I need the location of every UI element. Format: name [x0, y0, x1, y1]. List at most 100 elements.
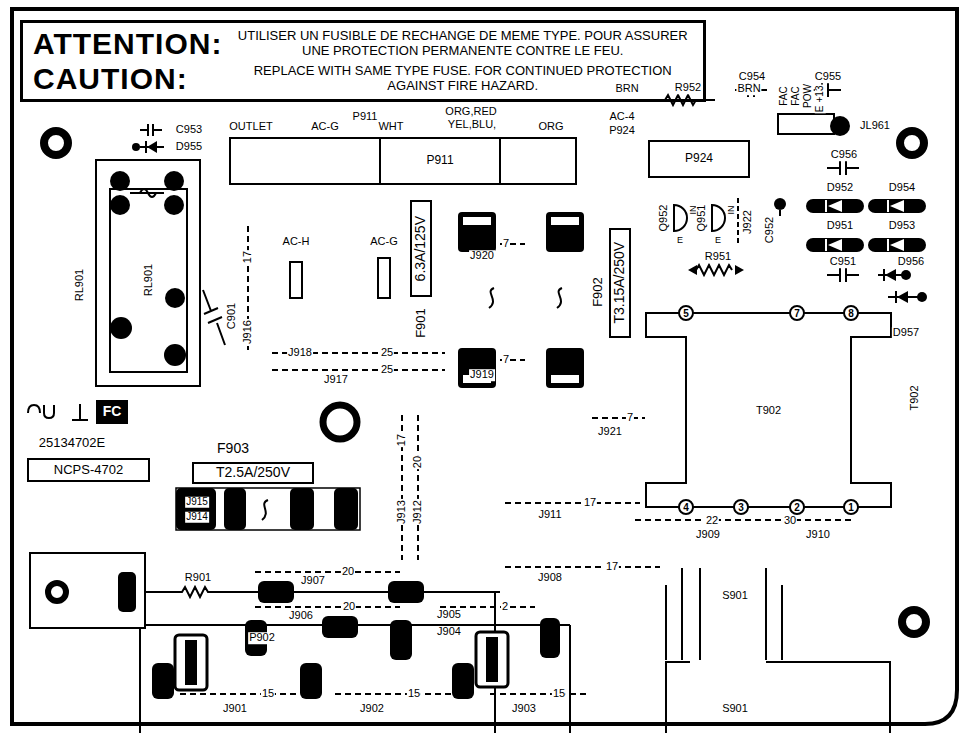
part-label: R951 [704, 251, 732, 263]
part-label: 7 [626, 412, 634, 424]
node-text: T2.5A/250V [216, 465, 290, 480]
pin-circle: 3 [733, 499, 749, 515]
part-label: D956 [897, 256, 925, 268]
arrow-head [688, 265, 697, 275]
part-label: J908 [537, 572, 563, 584]
part-label: F903 [216, 441, 250, 456]
mounting-hole [48, 583, 66, 601]
switch-outline [666, 568, 782, 660]
fuse-clip [458, 212, 496, 252]
part-label: 7 [502, 238, 510, 250]
pad [322, 616, 358, 638]
part-label: J922 [742, 209, 754, 235]
jumper-line [592, 417, 645, 419]
connector-box: P924 [648, 140, 750, 178]
part-label: 25 [380, 347, 394, 359]
pad [175, 635, 207, 690]
part-label: J906 [288, 610, 314, 622]
part-label: C901 [226, 302, 238, 330]
part-label: J910 [805, 529, 831, 541]
part-label: 2 [501, 601, 509, 613]
part-label: D952 [826, 182, 854, 194]
resistor-symbol [696, 265, 732, 275]
part-label: 22 [705, 515, 719, 527]
pin-circle: 8 [843, 305, 859, 321]
part-label: 17 [605, 561, 619, 573]
wire [140, 592, 570, 733]
bracket-outline [30, 553, 145, 628]
diode-dot [917, 292, 927, 302]
pin-circle: 1 [843, 499, 859, 515]
node-text: 6.3A/125V [413, 216, 428, 281]
pad [152, 663, 174, 699]
jumper-line [505, 502, 640, 504]
part-label: J901 [222, 703, 248, 715]
part-label: 15 [261, 688, 275, 700]
part-label: 7 [502, 354, 510, 366]
part-label: BRN [614, 83, 639, 95]
part-label: J918 [287, 347, 313, 359]
fuse-symbol [489, 288, 494, 308]
pad [164, 195, 184, 215]
pad [258, 581, 294, 603]
warning-box: ATTENTION:UTILISER UN FUSIBLE DE RECHANG… [20, 20, 706, 102]
part-label: C954 [738, 71, 766, 83]
mounting-hole [900, 131, 924, 155]
fuse-clip [546, 212, 584, 252]
fuse-rating-box: T2.5A/250V [192, 462, 314, 484]
capacitor-symbol [827, 161, 859, 175]
part-label: J920 [469, 250, 495, 262]
wire [145, 587, 500, 597]
board-outline [12, 9, 957, 724]
part-label: P924 [608, 125, 636, 137]
part-label: AC-G [310, 121, 340, 133]
pin-circle: 2 [789, 499, 805, 515]
warning-heading: ATTENTION: [33, 27, 222, 60]
diode-symbol [878, 269, 910, 281]
diode-symbol [828, 239, 842, 251]
fuse-symbol [262, 500, 268, 520]
connector-box: P911 [229, 137, 577, 185]
part-label: S901 [721, 590, 749, 602]
part-label: JL961 [859, 120, 891, 132]
diode-symbol [147, 141, 157, 153]
transistor-symbol [712, 205, 725, 231]
jumper-line [505, 566, 660, 568]
part-label: D955 [175, 141, 203, 153]
capacitor-symbol [735, 83, 767, 97]
node-text: 3 [738, 502, 744, 513]
part-label: C956 [830, 149, 858, 161]
diode-symbol [140, 141, 164, 153]
part-label: 15 [552, 688, 566, 700]
transformer-outline-path [646, 313, 891, 507]
pad [110, 195, 130, 215]
part-label: D953 [888, 220, 916, 232]
fuse-clip [546, 348, 584, 388]
diode-dot [132, 143, 140, 151]
part-label: 20 [412, 455, 424, 469]
node-text: 8 [848, 308, 854, 319]
part-label: D954 [888, 182, 916, 194]
part-label: J905 [436, 609, 462, 621]
connector-divider [380, 137, 500, 185]
part-label: J921 [597, 426, 623, 438]
part-label: 17 [583, 497, 597, 509]
diode-symbol [828, 200, 842, 212]
jumper-line [180, 693, 590, 695]
node-text: RL901 [142, 264, 154, 296]
coil-symbol [130, 189, 164, 197]
part-label: Q952 [658, 204, 670, 233]
ground-mark [72, 404, 88, 420]
pad [118, 572, 136, 612]
part-label: J912 [412, 499, 424, 525]
part-label: J904 [436, 626, 462, 638]
board-id-box: NCPS-4702 [27, 458, 150, 482]
part-label: 17 [396, 433, 408, 447]
pad [300, 663, 322, 699]
mounting-hole [323, 405, 357, 439]
part-label: F901 [414, 307, 428, 339]
diode-symbol [890, 239, 904, 251]
node-text: P911 [426, 154, 453, 167]
jumper-line [255, 572, 535, 607]
part-label: E [676, 236, 684, 245]
